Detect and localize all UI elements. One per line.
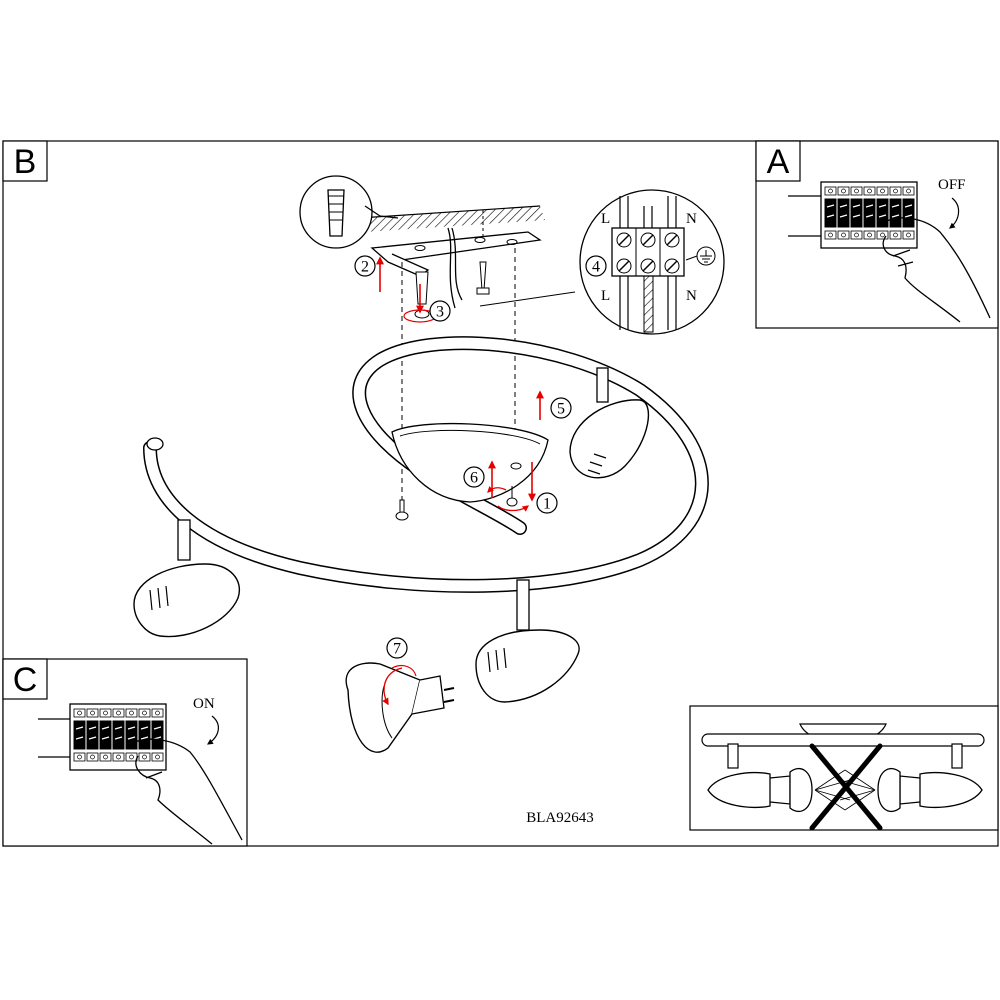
wire-label-l-bottom: L bbox=[601, 288, 610, 304]
step-number: 4 bbox=[592, 259, 600, 276]
step-badge-2: 2 bbox=[354, 255, 376, 277]
hand-icon bbox=[134, 738, 243, 845]
ceiling-mount bbox=[299, 175, 576, 502]
warning-panel bbox=[689, 705, 999, 831]
wire-label-n-top: N bbox=[686, 211, 697, 227]
rotate-arrow-icon bbox=[207, 715, 219, 745]
panel-b-letter: B bbox=[14, 143, 37, 181]
rotate-arrow-icon bbox=[949, 197, 960, 229]
spotlight-upper-right bbox=[569, 367, 650, 479]
on-label: ON bbox=[193, 696, 215, 712]
step-badge-7: 7 bbox=[386, 637, 408, 659]
screw-icon bbox=[395, 499, 409, 521]
model-code: BLA92643 bbox=[526, 810, 594, 826]
spiral-fixture bbox=[133, 336, 709, 753]
step-number: 3 bbox=[436, 304, 444, 321]
hand-icon bbox=[882, 217, 991, 323]
breaker-block-on bbox=[69, 703, 167, 771]
step-badge-6: 6 bbox=[463, 466, 485, 488]
panel-a-letter: A bbox=[767, 143, 790, 181]
step-badge-1: 1 bbox=[536, 492, 558, 514]
step-badges: 1 2 3 4 5 6 7 bbox=[354, 255, 607, 659]
off-label: OFF bbox=[938, 177, 966, 193]
step-badge-4: 4 bbox=[585, 255, 607, 277]
panel-b-frame: B bbox=[2, 140, 999, 847]
earth-ground-icon bbox=[685, 246, 716, 266]
step-badge-5: 5 bbox=[550, 397, 572, 419]
step-number: 2 bbox=[361, 259, 369, 276]
panel-c: C ON bbox=[2, 658, 248, 847]
spotlight-left bbox=[133, 519, 240, 638]
prohibited-x-icon bbox=[809, 743, 883, 831]
breaker-block-off bbox=[820, 181, 918, 249]
panel-a: A OFF bbox=[755, 140, 999, 329]
step-number: 1 bbox=[543, 496, 551, 513]
wire-label-l-top: L bbox=[601, 211, 610, 227]
step-badge-3: 3 bbox=[429, 300, 451, 322]
wire-label-n-bottom: N bbox=[686, 288, 697, 304]
wiring-zoom: L N L N bbox=[579, 189, 725, 335]
wall-plug-zoom bbox=[299, 175, 399, 249]
spotlight-lower bbox=[475, 579, 580, 703]
step-number: 7 bbox=[393, 641, 401, 658]
panel-c-letter: C bbox=[13, 661, 38, 699]
screw-icon bbox=[506, 462, 522, 507]
screw-icon bbox=[476, 210, 490, 295]
step-number: 6 bbox=[470, 470, 478, 487]
step-number: 5 bbox=[557, 401, 565, 418]
gu10-bulb-icon bbox=[345, 662, 455, 753]
